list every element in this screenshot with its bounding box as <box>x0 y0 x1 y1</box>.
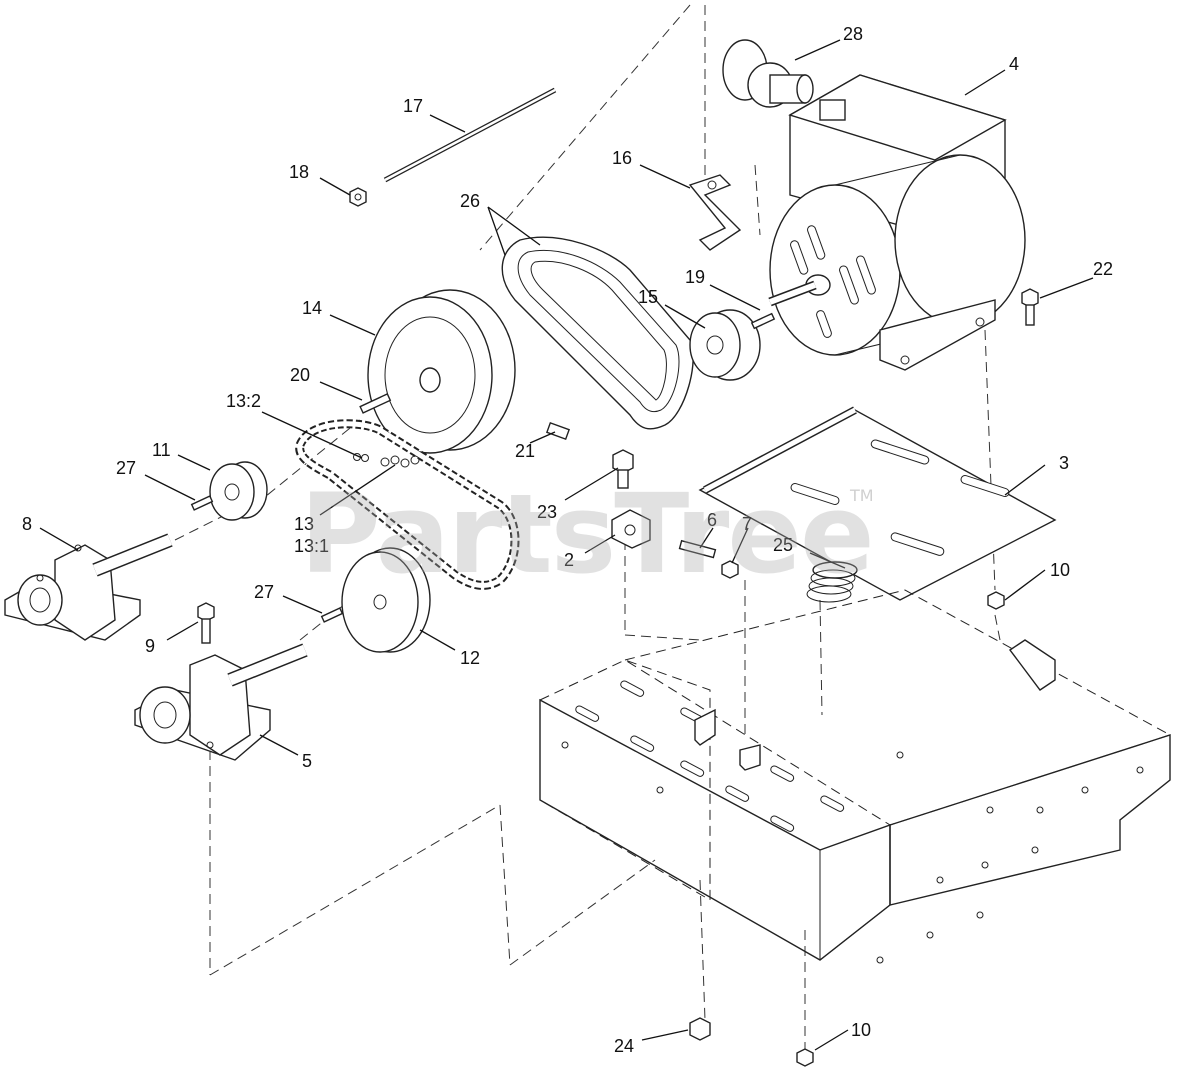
callout-4: 4 <box>1009 54 1019 74</box>
callout-25: 25 <box>773 535 793 555</box>
callout-10a: 10 <box>1050 560 1070 580</box>
callout-24: 24 <box>614 1036 634 1056</box>
motor-part <box>768 74 1026 371</box>
callout-20: 20 <box>290 365 310 385</box>
key-part-27a <box>190 495 214 511</box>
pulley-part-14 <box>367 289 516 454</box>
bearing-assembly-5 <box>134 643 308 761</box>
callout-9: 9 <box>145 636 155 656</box>
callout-12: 12 <box>460 648 480 668</box>
callout-13: 13 <box>294 514 314 534</box>
frame-slots <box>575 680 845 832</box>
key-part-20 <box>359 393 392 414</box>
bearing-assembly-8 <box>4 533 173 641</box>
nut-part-7 <box>721 560 739 579</box>
pulley-part-15 <box>689 309 761 381</box>
frame-tabs <box>694 708 761 771</box>
nut-part-18 <box>349 187 367 207</box>
callout-19: 19 <box>685 267 705 287</box>
bolt-part-9 <box>197 602 215 644</box>
leader-lines <box>39 39 1094 1051</box>
pin-part-6 <box>678 539 717 559</box>
bracket-part <box>688 174 742 251</box>
watermark-trademark: TM <box>850 486 874 505</box>
callout-27a: 27 <box>116 458 136 478</box>
frame-holes <box>561 741 1144 964</box>
bolt-part-22 <box>1021 288 1039 326</box>
callout-14: 14 <box>302 298 322 318</box>
mount-plate-part <box>698 406 1057 601</box>
callout-2: 2 <box>564 550 574 570</box>
base-frame-part <box>539 589 1172 964</box>
key-part-19 <box>750 312 776 330</box>
pivot-block-part <box>611 509 651 549</box>
callout-28: 28 <box>843 24 863 44</box>
key-part-27b <box>320 607 344 623</box>
callout-7: 7 <box>742 514 752 534</box>
callout-18: 18 <box>289 162 309 182</box>
callout-6: 6 <box>707 510 717 530</box>
callout-22: 22 <box>1093 259 1113 279</box>
connector-part <box>722 39 814 108</box>
callout-13-1: 13:1 <box>294 536 329 556</box>
callout-27b: 27 <box>254 582 274 602</box>
belt-part <box>501 236 694 430</box>
setscrew-part-21 <box>545 421 571 441</box>
spring-part <box>806 561 858 603</box>
callout-3: 3 <box>1059 453 1069 473</box>
callout-21: 21 <box>515 441 535 461</box>
callout-labels: 17 18 28 4 16 26 19 22 14 15 20 13:2 11 … <box>22 24 1113 1056</box>
callout-16: 16 <box>612 148 632 168</box>
chain-link-set <box>353 453 420 468</box>
callout-11: 11 <box>152 440 171 460</box>
callout-13-2: 13:2 <box>226 391 261 411</box>
bolt-part-23 <box>612 449 634 489</box>
callout-5: 5 <box>302 751 312 771</box>
motor-vent-slots <box>790 225 876 338</box>
sprocket-part-12 <box>341 547 431 653</box>
callout-15: 15 <box>638 287 658 307</box>
rod-part <box>383 87 557 183</box>
callout-26: 26 <box>460 191 480 211</box>
callout-10b: 10 <box>851 1020 871 1040</box>
sprocket-part-11 <box>209 461 268 521</box>
chain-part <box>295 419 520 590</box>
nut-part-10a <box>987 591 1005 610</box>
callout-17: 17 <box>403 96 423 116</box>
nut-part-24 <box>689 1017 711 1041</box>
nut-part-10b <box>796 1048 814 1067</box>
callout-8: 8 <box>22 514 32 534</box>
callout-23: 23 <box>537 502 557 522</box>
